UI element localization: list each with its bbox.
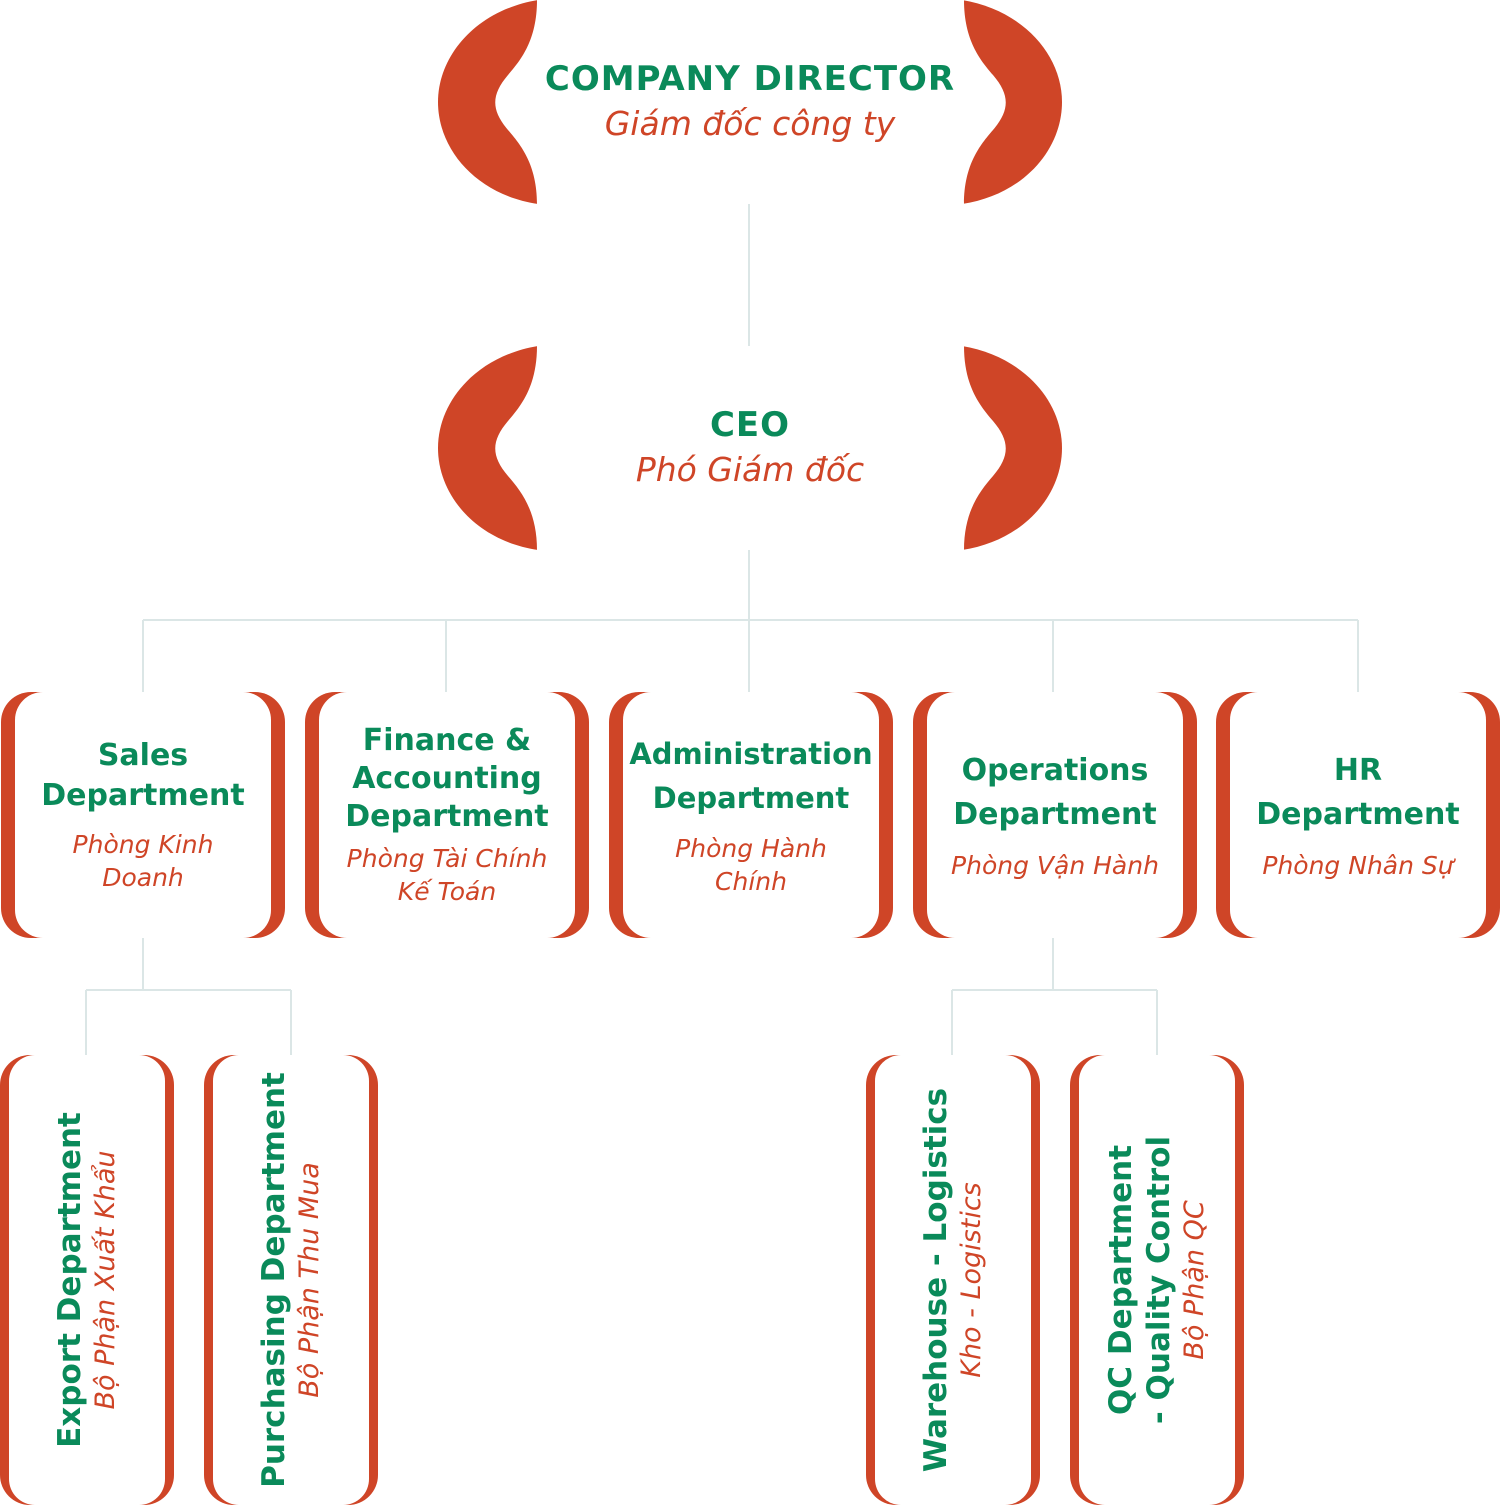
node-hr-department: HR Department Phòng Nhân Sự bbox=[1216, 692, 1500, 938]
purchasing-subtitle: Bộ Phận Thu Mua bbox=[294, 1162, 325, 1398]
qc-subtitle: Bộ Phận QC bbox=[1179, 1200, 1210, 1360]
node-export-department: Export Department Bộ Phận Xuất Khẩu bbox=[0, 1055, 174, 1505]
node-qc-department: QC Department - Quality Control Bộ Phận … bbox=[1070, 1055, 1244, 1505]
operations-title: Operations Department bbox=[953, 752, 1157, 832]
ceo-title: CEO bbox=[709, 405, 791, 445]
sales-subtitle: Phòng Kinh Doanh bbox=[72, 830, 214, 892]
director-title: COMPANY DIRECTOR bbox=[544, 59, 956, 99]
node-sales-department: Sales Department Phòng Kinh Doanh bbox=[1, 692, 285, 938]
export-subtitle: Bộ Phận Xuất Khẩu bbox=[90, 1150, 121, 1410]
node-ceo: CEO Phó Giám đốc bbox=[438, 346, 1062, 550]
finance-title: Finance & Accounting Department bbox=[345, 723, 549, 834]
node-purchasing-department: Purchasing Department Bộ Phận Thu Mua bbox=[204, 1055, 378, 1505]
node-warehouse-logistics: Warehouse - Logistics Kho - Logistics bbox=[866, 1055, 1040, 1505]
export-title: Export Department bbox=[52, 1112, 88, 1448]
stadium-frame-icon bbox=[438, 346, 1062, 550]
node-finance-department: Finance & Accounting Department Phòng Tà… bbox=[305, 692, 589, 938]
stadium-frame-icon bbox=[438, 0, 1062, 204]
admin-subtitle: Phòng Hành Chính bbox=[675, 834, 827, 896]
qc-title: QC Department - Quality Control bbox=[1103, 1135, 1177, 1425]
node-company-director: COMPANY DIRECTOR Giám đốc công ty bbox=[438, 0, 1062, 204]
sales-title: Sales Department bbox=[41, 738, 245, 813]
purchasing-title: Purchasing Department bbox=[256, 1072, 292, 1488]
warehouse-subtitle: Kho - Logistics bbox=[956, 1182, 987, 1378]
hr-title: HR Department bbox=[1256, 752, 1460, 832]
director-subtitle: Giám đốc công ty bbox=[604, 104, 896, 143]
admin-title: Administration Department bbox=[629, 737, 873, 815]
hr-subtitle: Phòng Nhân Sự bbox=[1262, 850, 1454, 880]
node-administration-department: Administration Department Phòng Hành Chí… bbox=[609, 692, 893, 938]
operations-subtitle: Phòng Vận Hành bbox=[951, 850, 1159, 880]
node-operations-department: Operations Department Phòng Vận Hành bbox=[913, 692, 1197, 938]
warehouse-title: Warehouse - Logistics bbox=[918, 1087, 954, 1473]
finance-subtitle: Phòng Tài Chính Kế Toán bbox=[346, 844, 548, 906]
ceo-subtitle: Phó Giám đốc bbox=[635, 450, 865, 489]
